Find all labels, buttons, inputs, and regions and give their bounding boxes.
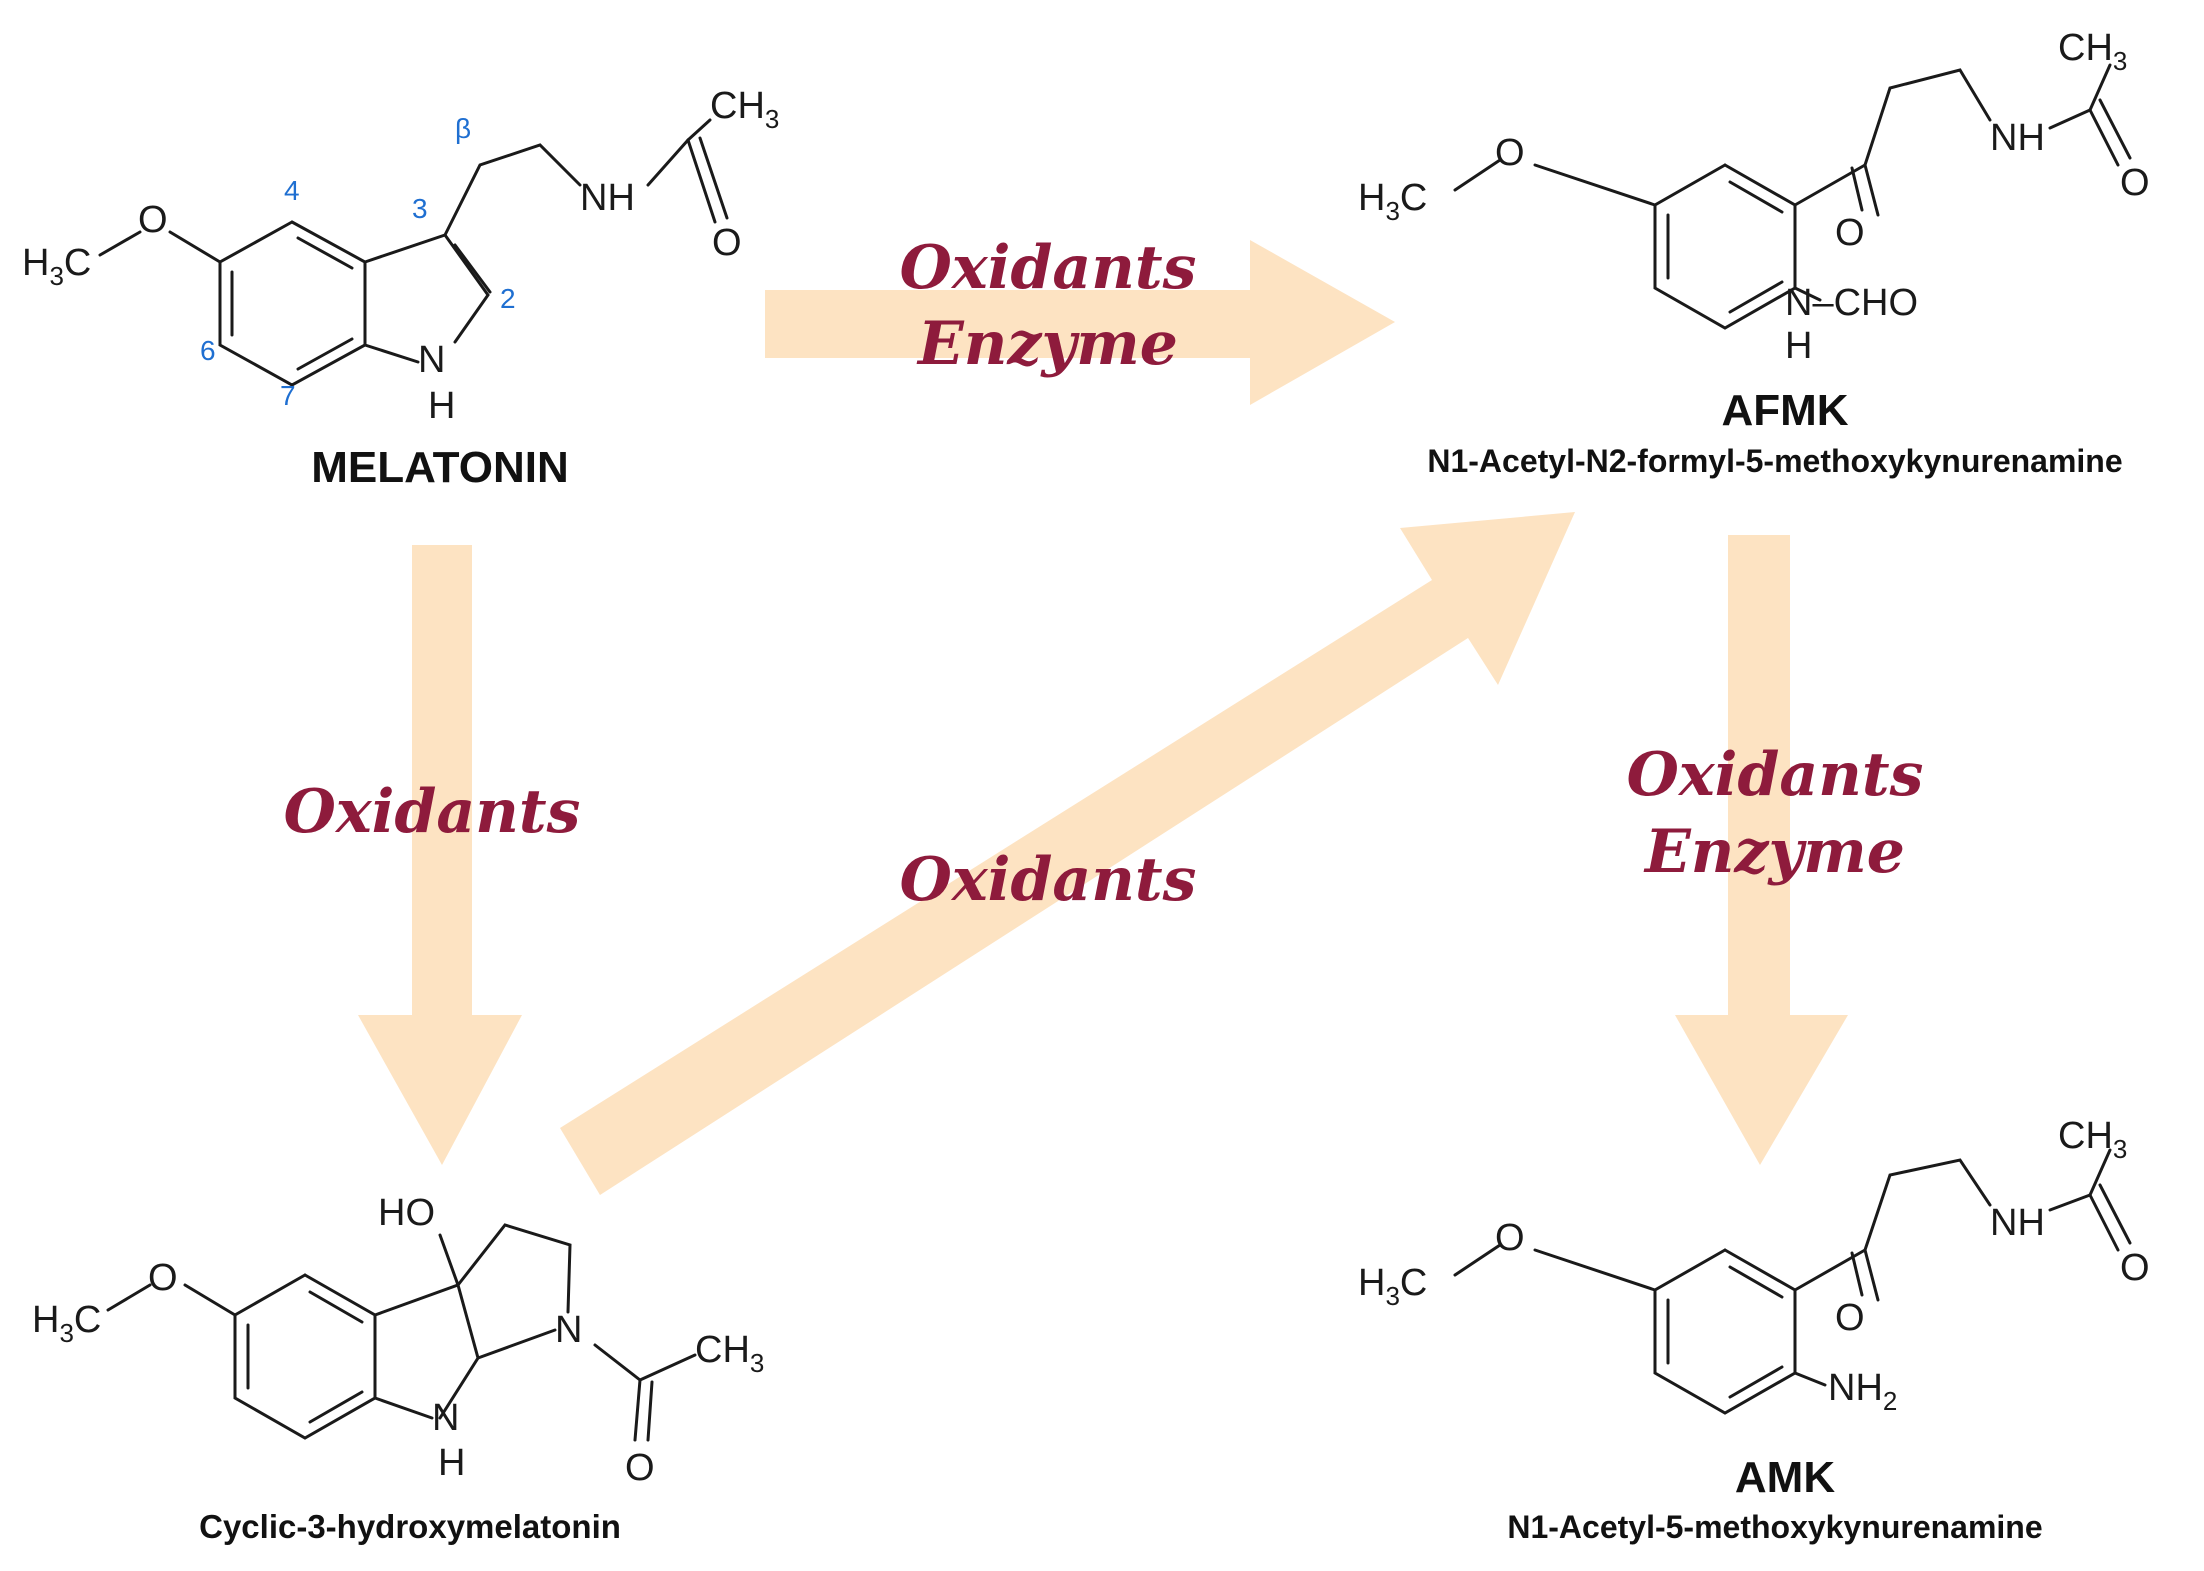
methyl-label: H3C: [32, 1299, 101, 1348]
position-beta: β: [455, 113, 471, 144]
ch3-label: CH3: [2058, 27, 2127, 76]
ch3-label: CH3: [710, 85, 779, 134]
amk-full-name: N1-Acetyl-5-methoxykynurenamine: [1507, 1509, 2042, 1545]
nitrogen-label: N: [432, 1397, 459, 1439]
afmk-structure: H3C O O NH CH3 O N–CHO H AFMK N1-Acetyl-…: [1358, 27, 2150, 479]
cyclic-structure: H3C O HO N N H CH3 O Cyclic-3-hydroxymel…: [32, 1192, 764, 1545]
arrow-cyclic-to-afmk: [560, 512, 1575, 1195]
carbonyl-oxygen-label: O: [2120, 162, 2150, 204]
arrow-label-oxidants: Oxidants: [1627, 740, 1924, 810]
n-cho-label: N–CHO: [1785, 282, 1918, 324]
hydrogen-label: H: [428, 385, 455, 427]
arrow-label-oxidants: Oxidants: [900, 845, 1197, 915]
hydroxyl-label: HO: [378, 1192, 435, 1234]
arrow-label-enzyme: Enzyme: [916, 309, 1178, 379]
carbonyl-oxygen-label: O: [712, 222, 742, 264]
methyl-label: H3C: [22, 242, 91, 291]
arrow-label-oxidants: Oxidants: [900, 233, 1197, 303]
afmk-full-name: N1-Acetyl-N2-formyl-5-methoxykynurenamin…: [1427, 443, 2122, 479]
amk-name: AMK: [1735, 1453, 1835, 1502]
ketone-oxygen-label: O: [1835, 212, 1865, 254]
ketone-oxygen-label: O: [1835, 1297, 1865, 1339]
afmk-name: AFMK: [1721, 386, 1848, 435]
hydrogen-label: H: [1785, 325, 1812, 367]
melatonin-structure: H3C O N H NH CH3 O β 3 4 2 6 7 MELATONIN: [22, 85, 779, 492]
nitrogen-label: N: [555, 1309, 582, 1351]
cyclic-name: Cyclic-3-hydroxymelatonin: [199, 1508, 621, 1545]
position-4: 4: [284, 175, 300, 206]
arrow-melatonin-to-cyclic: [358, 545, 522, 1165]
arrow-label-enzyme: Enzyme: [1643, 817, 1905, 887]
oxygen-label: O: [148, 1257, 178, 1299]
nh-label: NH: [1990, 1202, 2045, 1244]
methyl-label: H3C: [1358, 177, 1427, 226]
arrow-melatonin-to-afmk: [765, 240, 1395, 405]
nh-label: NH: [1990, 117, 2045, 159]
arrow-afmk-to-amk: [1675, 535, 1848, 1165]
position-6: 6: [200, 335, 216, 366]
arrow-label-oxidants: Oxidants: [284, 777, 581, 847]
carbonyl-oxygen-label: O: [625, 1447, 655, 1489]
hydrogen-label: H: [438, 1442, 465, 1484]
nh-label: NH: [580, 177, 635, 219]
position-2: 2: [500, 283, 516, 314]
oxygen-label: O: [1495, 132, 1525, 174]
oxygen-label: O: [138, 199, 168, 241]
ch3-label: CH3: [695, 1329, 764, 1378]
nitrogen-label: N: [418, 339, 445, 381]
nh2-label: NH2: [1828, 1367, 1897, 1416]
carbonyl-oxygen-label: O: [2120, 1247, 2150, 1289]
amk-structure: H3C O O NH CH3 O NH2 AMK N1-Acetyl-5-met…: [1358, 1115, 2150, 1545]
position-3: 3: [412, 193, 428, 224]
melatonin-name: MELATONIN: [311, 443, 568, 492]
position-7: 7: [280, 380, 296, 411]
oxygen-label: O: [1495, 1217, 1525, 1259]
methyl-label: H3C: [1358, 1262, 1427, 1311]
ch3-label: CH3: [2058, 1115, 2127, 1164]
